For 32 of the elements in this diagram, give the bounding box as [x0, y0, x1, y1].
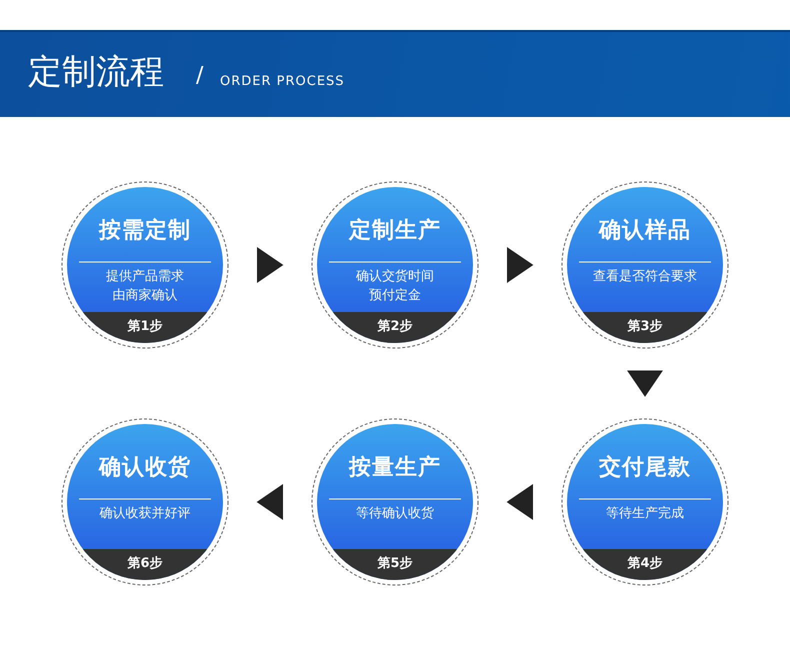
step-title: 定制生产	[348, 217, 442, 245]
step-title: 交付尾款	[598, 454, 692, 482]
step-description: 等待确认收货	[355, 505, 435, 523]
arrow	[257, 247, 284, 283]
step-title: 按需定制	[98, 217, 192, 245]
arrow	[506, 484, 533, 520]
step-number: 第5步	[376, 555, 414, 573]
page-subtitle: ORDER PROCESS	[220, 74, 345, 89]
step-number: 第2步	[376, 318, 414, 336]
step-number: 第1步	[126, 318, 164, 336]
title-separator: /	[196, 63, 204, 88]
step-title: 确认收货	[97, 454, 192, 482]
arrow	[507, 247, 534, 283]
step-description: 确认收获并好评	[98, 505, 192, 523]
step-number: 第6步	[126, 555, 164, 573]
page-title: 定制流程	[28, 51, 164, 94]
process-circle	[61, 181, 229, 349]
step-description: 确认交货时间预付定金	[355, 268, 435, 305]
process-circle	[561, 418, 729, 586]
step-description: 提供产品需求由商家确认	[105, 268, 185, 305]
process-circle	[311, 181, 479, 349]
step-description: 查看是否符合要求	[592, 268, 698, 286]
process-circle	[561, 181, 729, 349]
process-circle	[311, 418, 479, 586]
step-title: 按量生产	[348, 454, 442, 482]
step-number: 第3步	[626, 318, 664, 336]
arrow	[256, 484, 283, 520]
step-number: 第4步	[626, 555, 664, 573]
step-title: 确认样品	[597, 217, 692, 245]
process-circle	[61, 418, 229, 586]
arrow	[627, 370, 663, 397]
step-description: 等待生产完成	[605, 505, 685, 523]
